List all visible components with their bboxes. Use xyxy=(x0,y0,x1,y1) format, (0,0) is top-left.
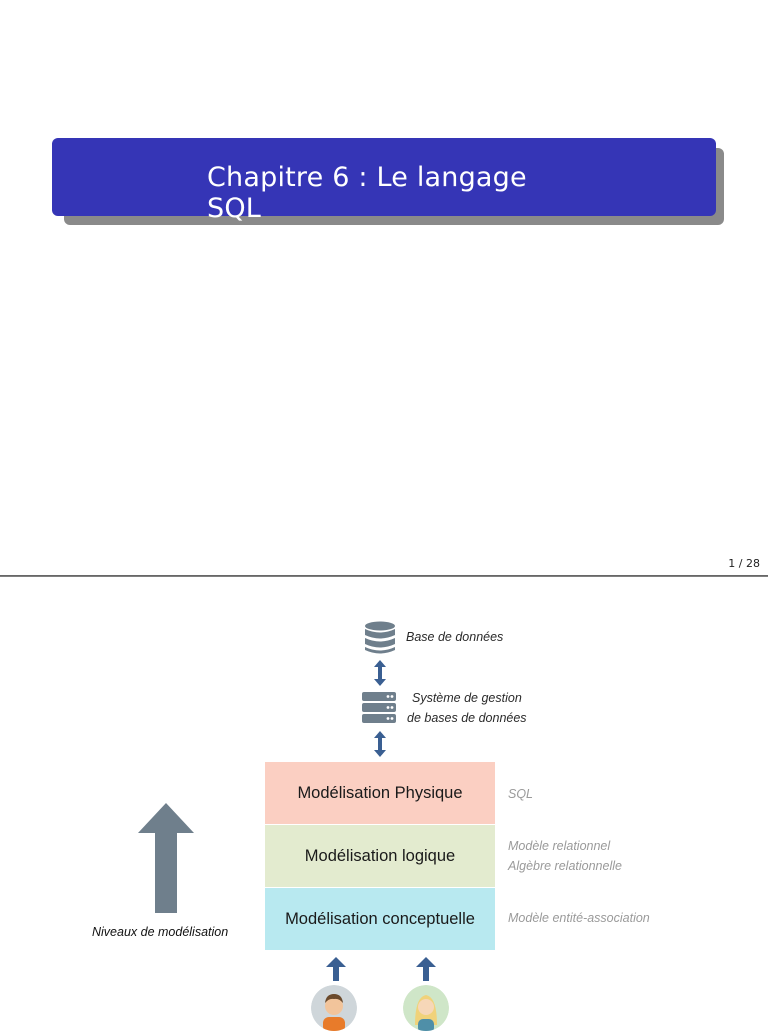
dbms-label-line-1: Système de gestion xyxy=(412,691,522,705)
title-line-1: Chapitre 6 : Le langage xyxy=(207,162,527,193)
database-label: Base de données xyxy=(406,630,504,644)
up-arrow-icon xyxy=(416,957,436,981)
slide-title-text: Chapitre 6 : Le langage SQL xyxy=(207,162,567,224)
dbms-label-line-2: de bases de données xyxy=(407,711,527,725)
title-line-2: SQL xyxy=(207,193,262,224)
side-label-conceptual: Modèle entité-association xyxy=(508,911,650,925)
page-number: 1 / 28 xyxy=(728,557,760,570)
user-avatar-female xyxy=(403,985,449,1031)
server-icon xyxy=(362,692,396,723)
big-up-arrow-icon xyxy=(138,803,194,913)
side-label-logical-1: Modèle relationnel xyxy=(508,839,611,853)
double-arrow-icon xyxy=(374,731,386,757)
layer-conceptual: Modélisation conceptuelle xyxy=(265,888,495,950)
side-label-logical-2: Algèbre relationnelle xyxy=(508,859,622,873)
database-icon xyxy=(365,621,395,654)
layer-logical: Modélisation logique xyxy=(265,825,495,887)
user-avatar-male xyxy=(311,985,357,1031)
side-label-physical: SQL xyxy=(508,787,534,801)
double-arrow-icon xyxy=(374,660,386,686)
up-arrow-icon xyxy=(326,957,346,981)
layer-physical: Modélisation Physique xyxy=(265,762,495,824)
slide-modelisation: Base de données Système de gestion de ba… xyxy=(0,577,768,1031)
title-box: Chapitre 6 : Le langage SQL xyxy=(52,138,716,224)
levels-label: Niveaux de modélisation xyxy=(92,925,229,939)
slide-title: Chapitre 6 : Le langage SQL 1 / 28 xyxy=(52,138,760,570)
